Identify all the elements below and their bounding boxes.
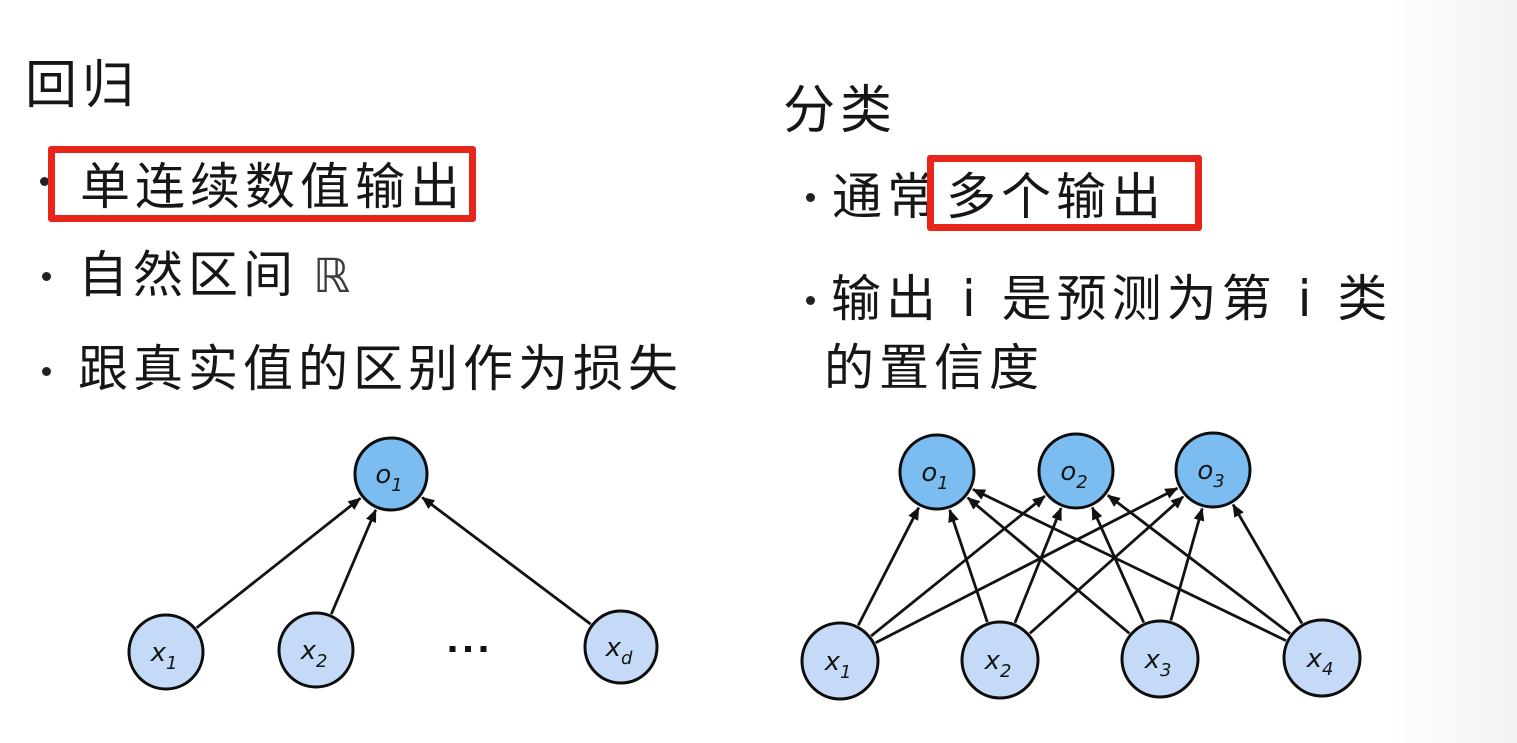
classification-network-node-o3: o3 [1174, 431, 1252, 509]
bullet-dot [40, 177, 49, 186]
classification-network-edge-x4-o1 [972, 488, 1287, 642]
svg-text:x2: x2 [984, 646, 1012, 682]
bullet-classification-2-line2: 的置信度 [824, 339, 1044, 397]
ellipsis-dot [480, 646, 487, 652]
classification-title: 分类 [783, 81, 898, 141]
classification-network-edge-x2-o1 [948, 508, 989, 623]
classification-network-node-x1: x1 [800, 621, 880, 701]
classification-network-edge-x1-o2 [870, 494, 1046, 638]
classification-network-edge-x2-o2 [1013, 507, 1063, 624]
bullet-classification-1-highlight: 多个输出 [946, 168, 1166, 226]
svg-text:x1: x1 [824, 647, 852, 683]
bullet-classification-1-prefix: 通常 [832, 168, 942, 226]
svg-text:x2: x2 [300, 636, 328, 672]
bullet-regression-2-text: 自然区间 [78, 246, 298, 304]
classification-network-diagram: o1 o2 o3 x1 x2 x3 x4 [800, 431, 1362, 701]
svg-text:x3: x3 [1144, 645, 1172, 681]
svg-text:o2: o2 [1060, 457, 1087, 493]
classification-network-node-o1: o1 [898, 433, 976, 511]
classification-network-edge-x4-o2 [1106, 494, 1292, 635]
bullet-regression-3: 跟真实值的区别作为损失 [78, 340, 683, 398]
classification-network-node-x4: x4 [1282, 618, 1362, 698]
regression-network-edge-x2-o1 [330, 508, 377, 615]
classification-network-edge-x1-o3 [874, 486, 1179, 645]
ellipsis-dot [465, 646, 471, 652]
svg-text:o1: o1 [375, 460, 402, 496]
classification-network-edge-x3-o2 [1091, 506, 1145, 624]
bullet-regression-1: 单连续数值输出 [80, 158, 465, 216]
bullet-dot [42, 367, 51, 376]
highlight-box-regression: 单连续数值输出 [48, 146, 476, 222]
bullet-dot [42, 272, 51, 281]
svg-text:o3: o3 [1197, 456, 1224, 492]
svg-text:x1: x1 [150, 638, 178, 674]
classification-network-edge-x3-o3 [1169, 507, 1205, 621]
bullet-dot [806, 193, 815, 202]
svg-text:o1: o1 [921, 458, 948, 494]
ellipsis-dot [449, 646, 456, 652]
svg-text:xd: xd [605, 633, 633, 669]
regression-title: 回归 [25, 56, 140, 116]
regression-network-edge-xd-o1 [421, 496, 592, 626]
classification-network-node-x2: x2 [960, 620, 1040, 700]
classification-network-node-x3: x3 [1120, 619, 1200, 699]
highlight-box-classification: 多个输出 [927, 155, 1202, 231]
classification-network-edge-x2-o3 [1028, 495, 1185, 635]
regression-network-node-xd: xd [583, 609, 659, 685]
bullet-dot [806, 296, 815, 305]
regression-network-edge-x1-o1 [195, 497, 362, 629]
classification-network-node-o2: o2 [1037, 432, 1115, 510]
regression-network-node-x2: x2 [277, 611, 355, 689]
classification-network-edge-x4-o3 [1231, 503, 1304, 625]
regression-network-node-x1: x1 [127, 613, 205, 691]
regression-network-node-o1: o1 [353, 436, 429, 512]
svg-text:x4: x4 [1306, 644, 1334, 680]
regression-network-diagram: o1 x1 x2 xd [127, 436, 659, 691]
classification-network-edge-x1-o1 [857, 506, 920, 627]
real-numbers-symbol: ℝ [313, 249, 356, 304]
bullet-classification-2-line1: 输出 i 是预测为第 i 类 [831, 270, 1393, 328]
classification-network-edge-x3-o1 [966, 496, 1131, 635]
